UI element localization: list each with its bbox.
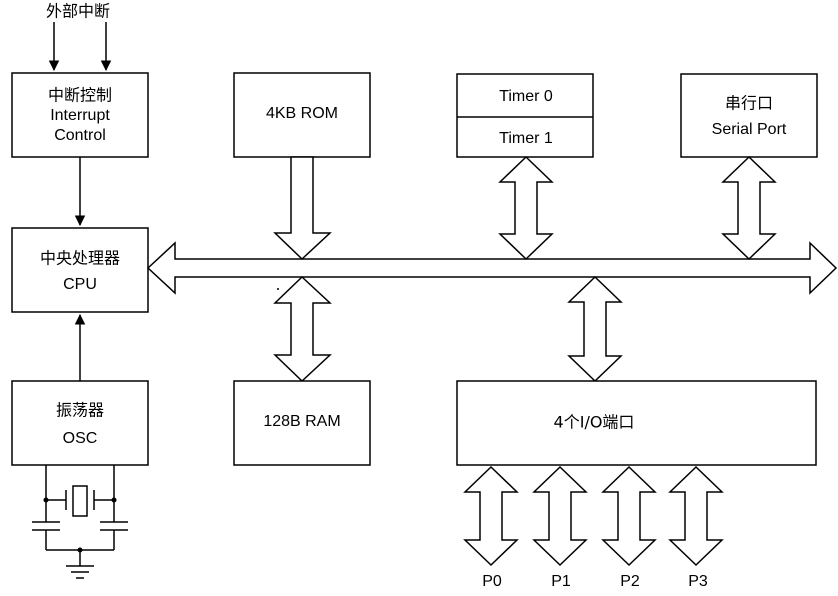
port-p3-arrow <box>668 465 724 567</box>
interrupt-control-block: 中断控制 Interrupt Control <box>11 72 149 158</box>
crystal-icon <box>72 485 88 517</box>
interrupt-control-en2: Control <box>54 127 106 144</box>
rom-block: 4KB ROM <box>233 72 371 158</box>
io-ports-block: 4个I/O端口 <box>456 380 817 466</box>
serial-port-cn: 串行口 <box>725 94 773 113</box>
cpu-en: CPU <box>63 276 97 293</box>
serial-port-en: Serial Port <box>712 121 787 138</box>
timer0-label: Timer 0 <box>499 88 553 105</box>
external-interrupt-label: 外部中断 <box>46 2 110 21</box>
osc-cn: 振荡器 <box>56 401 104 420</box>
rom-to-bus-arrow <box>273 156 332 261</box>
interrupt-control-en1: Interrupt <box>50 107 110 124</box>
port-p0-arrow <box>463 465 519 567</box>
rom-label: 4KB ROM <box>266 105 338 122</box>
port-p1-arrow <box>532 465 588 567</box>
cpu-block: 中央处理器 CPU <box>11 227 149 313</box>
interrupt-control-cn: 中断控制 <box>48 86 112 105</box>
ram-label: 128B RAM <box>263 413 340 430</box>
osc-en: OSC <box>63 430 98 447</box>
cpu-cn: 中央处理器 <box>40 249 120 268</box>
io-bus-arrow <box>567 275 623 383</box>
port-p2-arrow <box>601 465 657 567</box>
ram-bus-arrow <box>273 275 332 383</box>
serial-bus-arrow <box>721 155 777 261</box>
io-ports-label: 4个I/O端口 <box>554 413 635 432</box>
osc-block: 振荡器 OSC <box>11 380 149 466</box>
timer1-label: Timer 1 <box>499 130 553 147</box>
port-p0-label: P0 <box>482 573 502 590</box>
serial-port-block: 串行口 Serial Port <box>680 73 818 158</box>
system-bus-arrow <box>146 241 838 295</box>
port-p2-label: P2 <box>620 573 640 590</box>
ram-block: 128B RAM <box>233 380 371 466</box>
timer-block: Timer 0 Timer 1 <box>456 73 594 158</box>
crystal-circuit <box>32 465 128 579</box>
port-p3-label: P3 <box>688 573 708 590</box>
port-p1-label: P1 <box>551 573 571 590</box>
timer-bus-arrow <box>498 155 554 261</box>
